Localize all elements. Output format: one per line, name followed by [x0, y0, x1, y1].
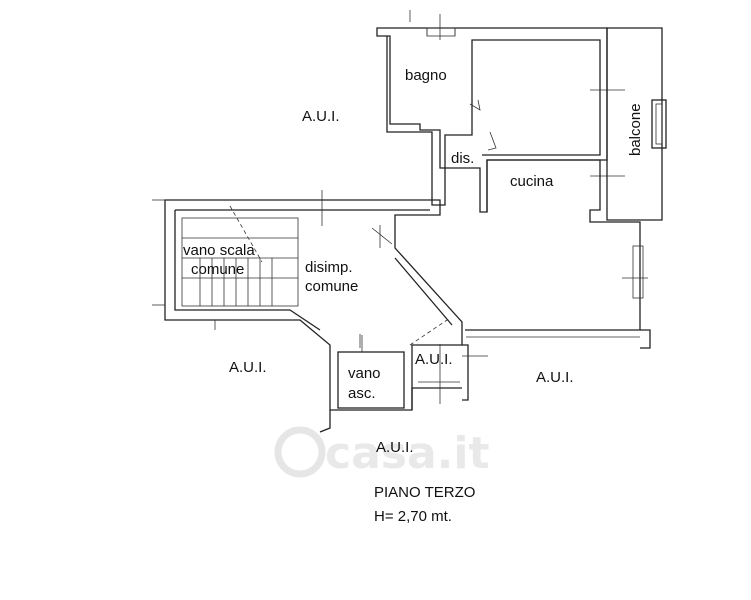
room-label-vano-scala: vano scala [183, 242, 255, 259]
room-label-cucina: cucina [510, 173, 554, 190]
room-label-asc: asc. [348, 385, 376, 402]
room-label-bagno: bagno [405, 67, 447, 84]
room-label-disimp: disimp. [305, 259, 353, 276]
upper-block-walls [376, 10, 625, 213]
aui-label: A.U.I. [415, 351, 453, 368]
room-label-vano: vano [348, 365, 381, 382]
room-label-dis: dis. [451, 150, 474, 167]
watermark: casa.it [274, 426, 489, 479]
room-label-balcone: balcone [627, 103, 644, 156]
watermark-text: casa.it [325, 428, 489, 479]
floor-name: PIANO TERZO [374, 484, 475, 501]
stair-hall-walls [152, 190, 463, 411]
room-label-disimp-comune: comune [305, 278, 358, 295]
aui-label: A.U.I. [536, 369, 574, 386]
floor-height: H= 2,70 mt. [374, 508, 452, 525]
aui-label: A.U.I. [302, 108, 340, 125]
aui-label: A.U.I. [229, 359, 267, 376]
elevator-walls [319, 335, 488, 433]
room-label-vano-scala-comune: comune [191, 261, 244, 278]
kitchen-walls [465, 27, 667, 349]
aui-label: A.U.I. [376, 439, 414, 456]
